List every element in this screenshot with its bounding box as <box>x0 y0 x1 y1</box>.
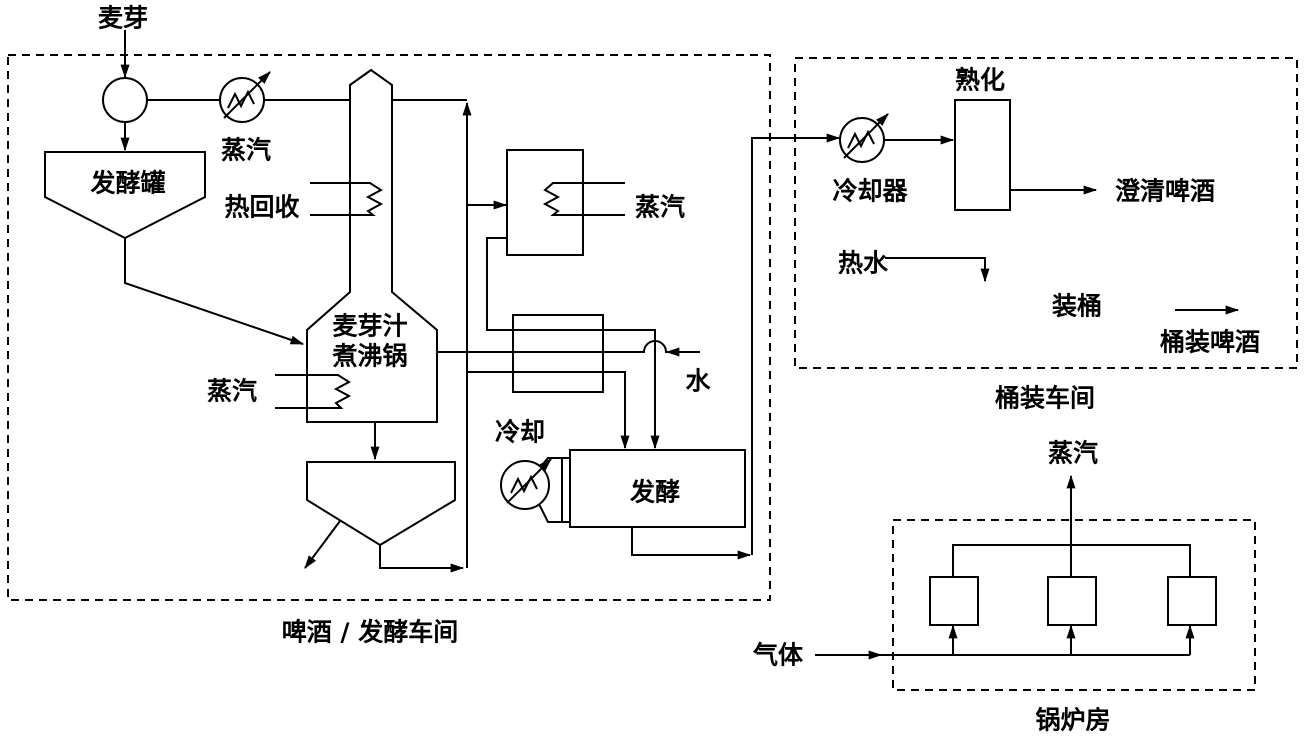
mash-tank-label: 发酵罐 <box>89 169 165 198</box>
boiler-2-box <box>1047 576 1097 626</box>
fermenter-outlet-arrow <box>631 527 752 560</box>
heat-recovery-label: 热回收 <box>224 193 299 222</box>
cooling-connector-bottom <box>537 501 570 523</box>
kettle-label-line1: 麦芽汁 <box>332 312 407 341</box>
fermenter-box <box>569 449 746 528</box>
preheat-steam-label: 蒸汽 <box>221 136 271 165</box>
gas-label: 气体 <box>752 641 804 670</box>
heater-steam-label: 蒸汽 <box>635 193 685 222</box>
preheater-zigzag <box>227 89 255 109</box>
brewing-workshop-boundary <box>7 54 771 601</box>
cooling-arrow <box>506 458 552 504</box>
malt-label: 麦芽 <box>98 4 148 33</box>
boiler-steam-label: 蒸汽 <box>1048 439 1098 468</box>
cooling-label: 冷却 <box>495 418 545 447</box>
clarified-beer-label: 澄清啤酒 <box>1115 177 1215 206</box>
mill-circle <box>102 77 148 123</box>
barreling-label: 装桶 <box>1052 292 1102 321</box>
brewing-workshop-label: 啤酒 / 发酵车间 <box>282 618 459 647</box>
heat-recovery-coil <box>310 182 384 216</box>
heater-steam-coil <box>542 182 625 216</box>
boiler-room-label: 锅炉房 <box>1035 706 1110 735</box>
hot-water-label: 热水 <box>838 249 889 278</box>
kettle-steam-label: 蒸汽 <box>207 377 257 406</box>
beer-cooler-arrow <box>843 113 889 159</box>
wort-heater-box <box>506 149 584 256</box>
maturation-label: 熟化 <box>955 66 1005 95</box>
boiler-1-box <box>929 576 979 626</box>
hot-water-arrow <box>885 257 990 283</box>
mash-tank-shape <box>44 151 206 240</box>
barrel-beer-label: 桶装啤酒 <box>1160 328 1260 357</box>
fermenter-cooling-exchanger <box>500 457 570 523</box>
preheater-exchanger <box>219 71 271 123</box>
settling-tank-shape <box>306 461 456 547</box>
beer-transfer-arrow <box>751 133 841 555</box>
boiler-3-box <box>1167 576 1217 626</box>
settler-to-riser-arrow <box>379 545 465 573</box>
heater-to-fermenter-line <box>486 237 660 450</box>
maturation-tank-box <box>954 99 1011 211</box>
beer-cooler-label: 冷却器 <box>832 177 908 206</box>
cooling-zigzag <box>510 474 538 494</box>
beer-cooler-zigzag <box>847 129 875 149</box>
brewing-workshop: 麦芽 发酵罐 蒸汽 热回收 麦芽汁 煮沸锅 蒸汽 蒸汽 <box>44 4 752 647</box>
barreling-workshop-label: 桶装车间 <box>995 384 1095 413</box>
boiling-kettle-shape <box>306 68 438 423</box>
kettle-steam-coil <box>275 374 352 409</box>
boiler-room: 蒸汽 气体 锅炉房 <box>752 439 1217 735</box>
beer-cooler-exchanger <box>839 113 889 163</box>
kettle-label-line2: 煮沸锅 <box>331 342 407 371</box>
cooler-to-fermenter-line <box>467 371 630 450</box>
barreling-workshop: 冷却器 熟化 澄清啤酒 热水 装桶 桶装啤酒 桶装车间 <box>832 66 1260 413</box>
wort-cooler-box <box>512 314 604 393</box>
water-line-with-crossover <box>437 340 667 353</box>
water-label: 水 <box>685 367 711 396</box>
barreling-workshop-boundary <box>794 57 1298 369</box>
tank-to-kettle-arrow <box>124 238 305 345</box>
preheater-arrow <box>223 71 271 119</box>
fermenter-label: 发酵 <box>629 478 680 507</box>
spent-grain-arrow <box>304 520 341 569</box>
